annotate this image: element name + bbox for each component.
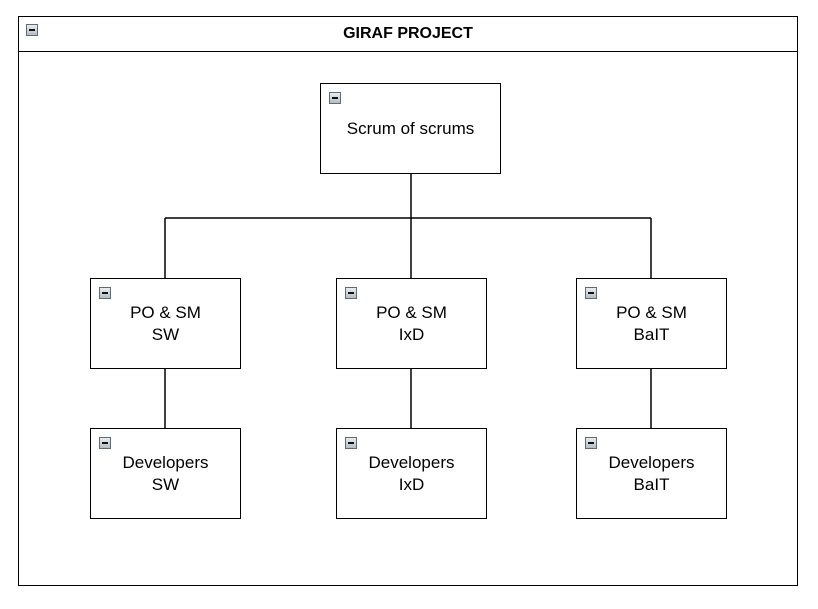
node-scrum-of-scrums[interactable]: Scrum of scrums (320, 83, 501, 174)
node-label: Developers BaIT (608, 452, 695, 494)
collapse-icon[interactable] (26, 24, 38, 36)
node-label: Developers IxD (368, 452, 455, 494)
node-developers-bait[interactable]: Developers BaIT (576, 428, 727, 519)
collapse-icon[interactable] (345, 437, 357, 449)
collapse-icon[interactable] (345, 287, 357, 299)
node-label: Scrum of scrums (346, 118, 475, 138)
collapse-icon[interactable] (99, 437, 111, 449)
collapse-icon[interactable] (585, 287, 597, 299)
collapse-icon[interactable] (329, 92, 341, 104)
collapse-icon[interactable] (99, 287, 111, 299)
node-label: Developers SW (122, 452, 209, 494)
container-title: GIRAF PROJECT (343, 25, 473, 42)
node-developers-ixd[interactable]: Developers IxD (336, 428, 487, 519)
node-label: PO & SM SW (130, 302, 201, 344)
container-header: GIRAF PROJECT (19, 17, 797, 52)
node-label: PO & SM BaIT (616, 302, 687, 344)
node-label: PO & SM IxD (376, 302, 447, 344)
collapse-icon[interactable] (585, 437, 597, 449)
node-po-sm-sw[interactable]: PO & SM SW (90, 278, 241, 369)
node-developers-sw[interactable]: Developers SW (90, 428, 241, 519)
node-po-sm-bait[interactable]: PO & SM BaIT (576, 278, 727, 369)
node-po-sm-ixd[interactable]: PO & SM IxD (336, 278, 487, 369)
